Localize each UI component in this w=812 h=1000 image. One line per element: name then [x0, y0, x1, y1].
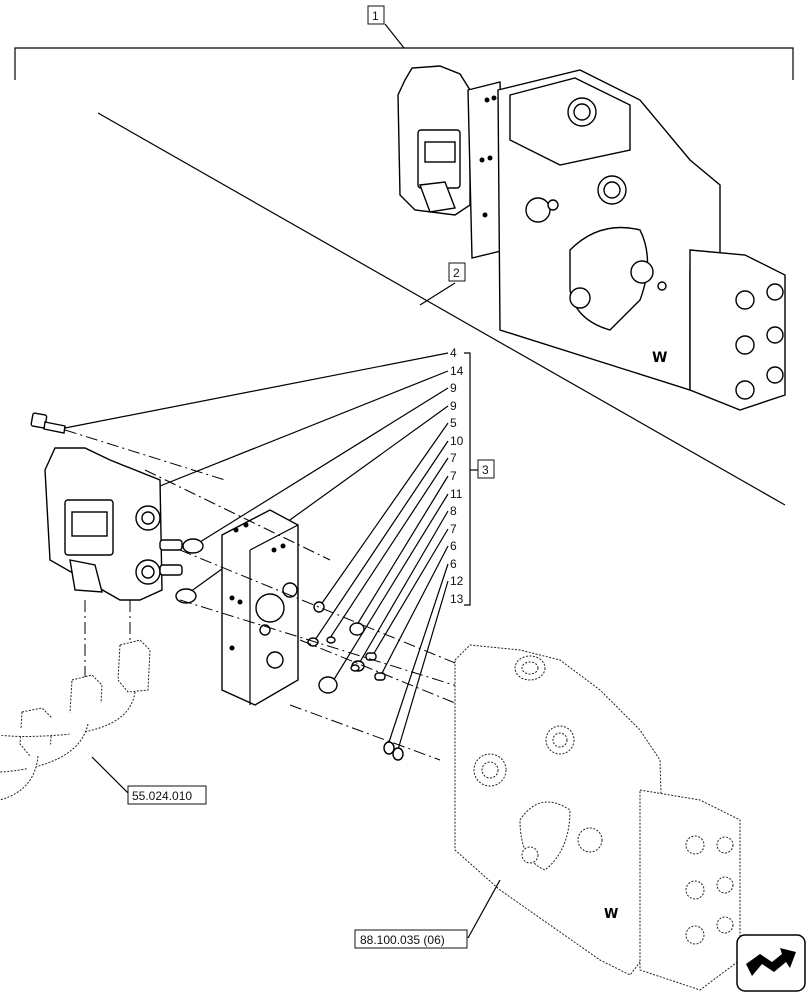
kit-item-label: 7 [450, 522, 457, 536]
kit-item-label: 9 [450, 399, 457, 413]
kit-item-label: 7 [450, 469, 457, 483]
alignment-lines [64, 429, 471, 761]
kit-item-label: 12 [450, 574, 464, 588]
section-line [97, 112, 786, 506]
kit-item-label: 6 [450, 539, 457, 553]
kit-item-label: 6 [450, 557, 457, 571]
kit-item-label: 4 [450, 346, 457, 360]
next-page-arrow-icon[interactable] [736, 934, 806, 992]
svg-text:W: W [652, 350, 667, 366]
ref-control-valve: 88.100.035 (06) [360, 933, 445, 947]
kit-label-list: 4 14 9 9 5 10 7 7 11 8 7 6 6 12 13 3 [450, 346, 495, 606]
bolt [30, 412, 66, 434]
leader-lines [64, 352, 449, 754]
callout-kit: 3 [482, 463, 489, 477]
callout-valve-section: 2 [453, 266, 460, 280]
ref-harness: 55.024.010 [132, 789, 192, 803]
kit-item-label: 11 [450, 487, 463, 501]
kit-item-label: 13 [450, 592, 464, 606]
solenoid-assembly [44, 447, 183, 601]
kit-item-label: 14 [450, 364, 464, 378]
assembly-bracket: 1 [14, 5, 794, 80]
seals [307, 601, 404, 761]
callout-assembly: 1 [372, 9, 379, 23]
kit-item-label: 7 [450, 451, 457, 465]
plug [182, 538, 204, 554]
adapter-plate [221, 509, 299, 706]
kit-item-label: 9 [450, 381, 457, 395]
valve-section-top: W 2 [397, 65, 786, 411]
harness-connectors: 55.024.010 [0, 639, 207, 805]
svg-text:W: W [604, 907, 618, 922]
kit-item-label: 10 [450, 434, 464, 448]
kit-item-label: 8 [450, 504, 457, 518]
plug [175, 588, 197, 604]
kit-item-label: 5 [450, 416, 457, 430]
control-valve-section: W 88.100.035 (06) [354, 644, 741, 991]
